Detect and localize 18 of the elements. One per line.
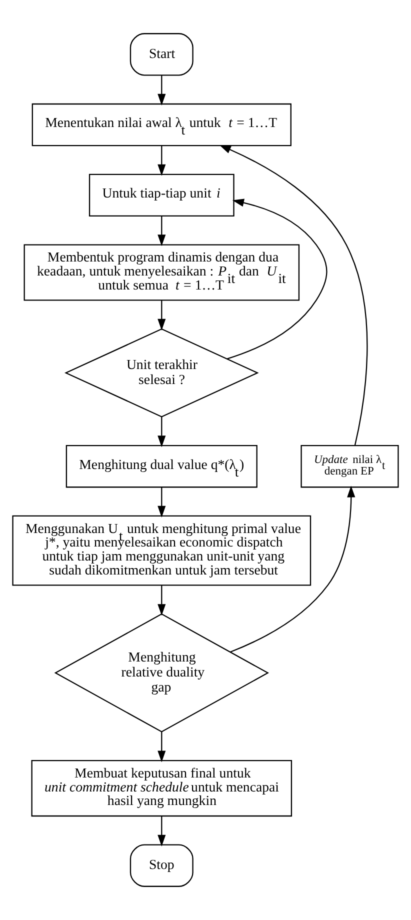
arrow <box>158 75 166 106</box>
arrow <box>230 486 356 653</box>
node-box: Start <box>130 33 194 76</box>
arrow <box>158 586 166 616</box>
arrow <box>158 416 166 448</box>
arrow <box>158 732 166 762</box>
arrow <box>158 146 166 176</box>
arrow <box>219 145 368 446</box>
node-box: Stop <box>130 844 194 887</box>
arrow <box>158 300 166 330</box>
arrow <box>158 487 166 518</box>
node-box: Untuk tiap-tiap unit i <box>88 174 234 217</box>
arrow <box>158 816 166 846</box>
node-box: Membuat keputusan final untuk unit commitment schedule untuk mencapai hasil yang mungkin <box>31 760 292 817</box>
arrow <box>158 216 166 246</box>
arrow <box>227 198 328 360</box>
node-diamond: Menghitung relative duality gap <box>54 613 269 732</box>
node-diamond: Unit terakhir selesai ? <box>64 328 259 418</box>
